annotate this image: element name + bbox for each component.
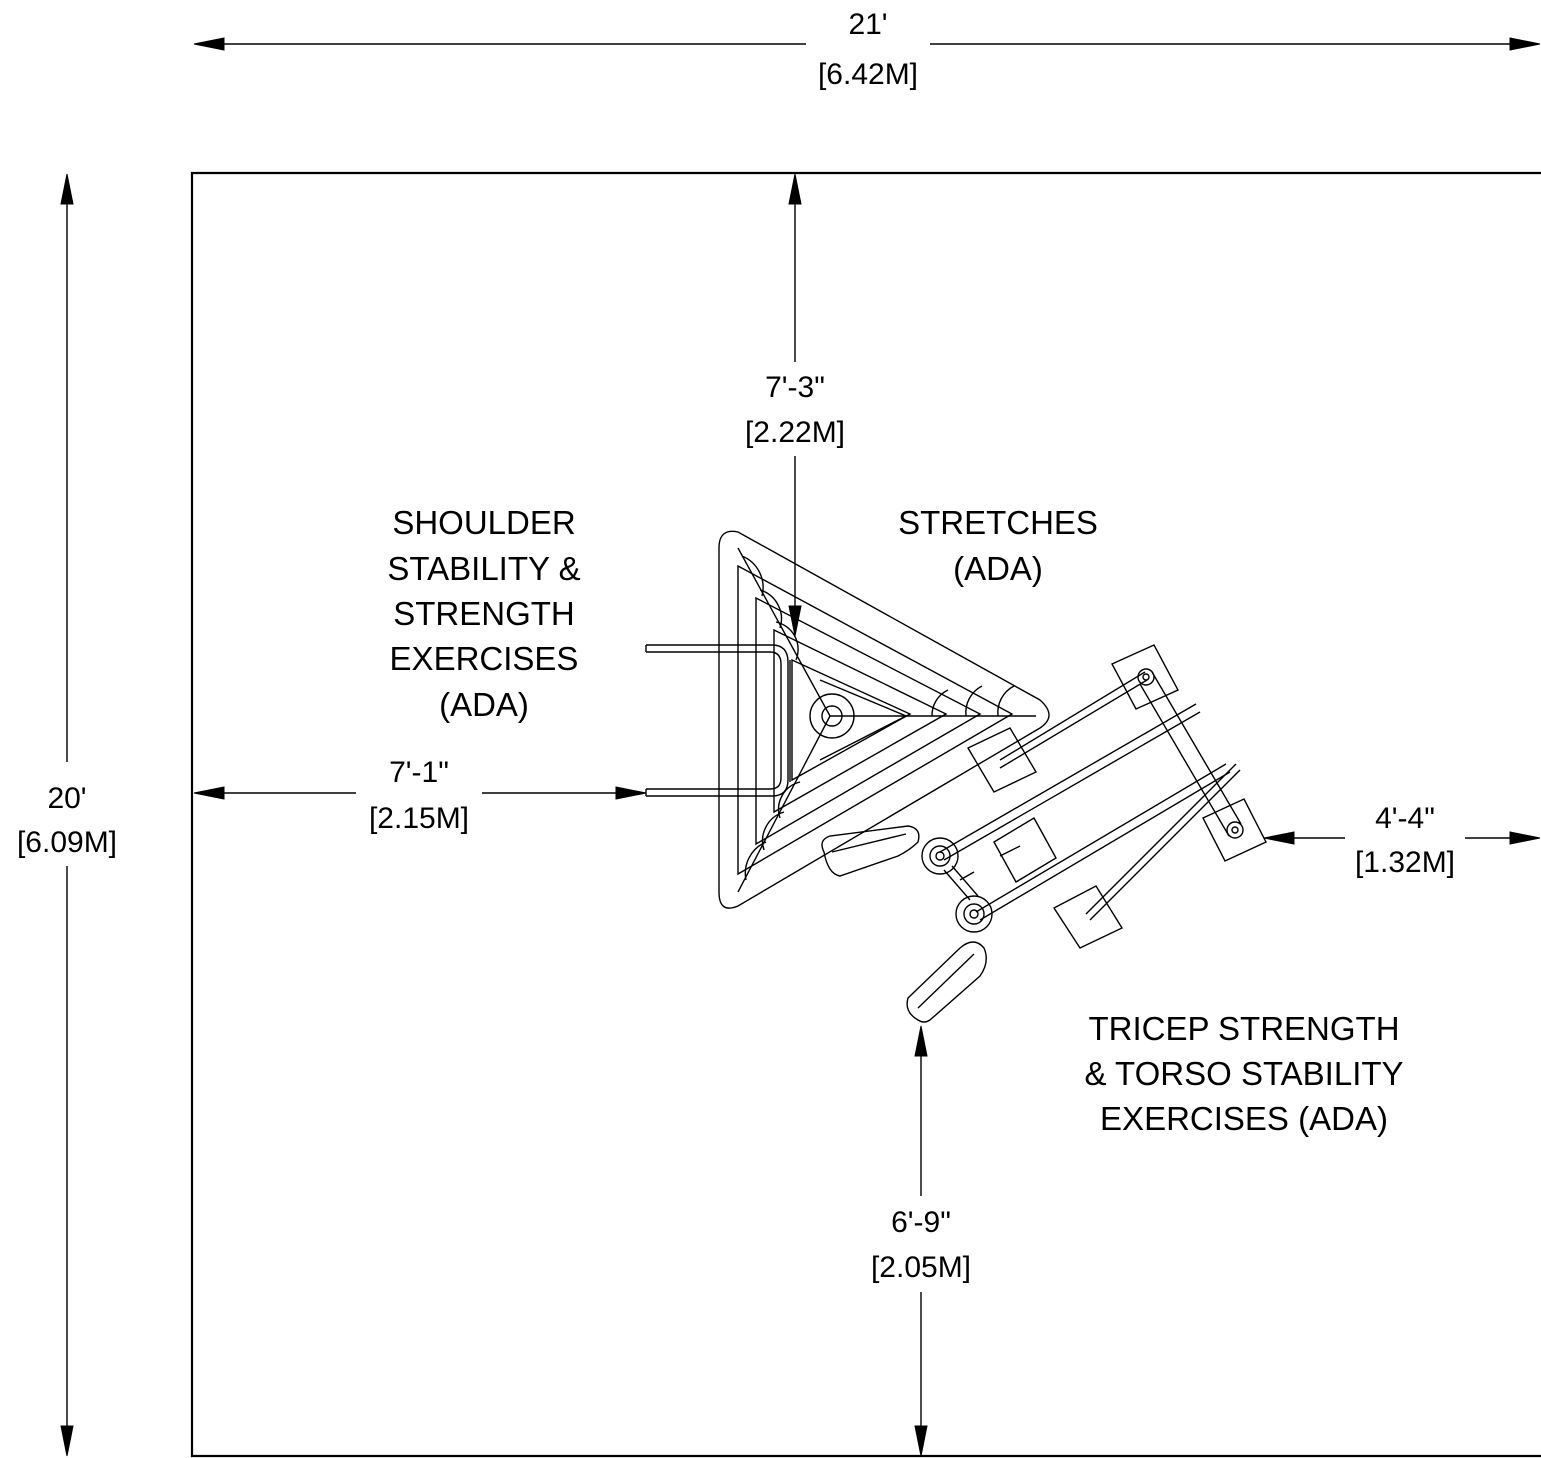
bottom-clearance-m: [2.05M] xyxy=(871,1251,971,1284)
shoulder-label-line-5: (ADA) xyxy=(439,686,529,723)
tricep-label: TRICEP STRENGTH & TORSO STABILITY EXERCI… xyxy=(1084,1010,1403,1137)
right-clearance-ft: 4'-4" xyxy=(1375,802,1435,835)
use-zone-boundary xyxy=(190,171,1541,1458)
left-clearance-dimension: 7'-1" [2.15M] xyxy=(193,756,647,835)
left-clearance-ft: 7'-1" xyxy=(389,756,449,789)
tricep-torso-unit xyxy=(821,644,1267,1023)
shoulder-label-line-2: STABILITY & xyxy=(387,550,580,587)
overall-width-ft: 21' xyxy=(848,8,887,41)
overall-height-ft: 20' xyxy=(47,782,86,815)
overall-width-m: [6.42M] xyxy=(818,58,918,91)
overall-height-m: [6.09M] xyxy=(17,826,117,859)
shoulder-label: SHOULDER STABILITY & STRENGTH EXERCISES … xyxy=(387,504,580,723)
stretches-label-line-2: (ADA) xyxy=(953,550,1043,587)
stretches-label: STRETCHES (ADA) xyxy=(898,504,1098,587)
shoulder-label-line-3: STRENGTH xyxy=(393,595,575,632)
tricep-label-line-3: EXERCISES (ADA) xyxy=(1100,1100,1388,1137)
bottom-clearance-ft: 6'-9" xyxy=(891,1206,951,1239)
stretches-label-line-1: STRETCHES xyxy=(898,504,1098,541)
right-clearance-dimension: 4'-4" [1.32M] xyxy=(1263,802,1541,879)
overall-height-dimension: 20' [6.09M] xyxy=(17,173,117,1457)
top-clearance-m: [2.22M] xyxy=(745,416,845,449)
shoulder-label-line-1: SHOULDER xyxy=(392,504,575,541)
tricep-label-line-1: TRICEP STRENGTH xyxy=(1088,1010,1399,1047)
overall-width-dimension: 21' [6.42M] xyxy=(193,8,1541,91)
top-clearance-ft: 7'-3" xyxy=(765,371,825,404)
left-clearance-m: [2.15M] xyxy=(369,802,469,835)
triangle-shoulder-stretch-unit xyxy=(645,530,1050,909)
shoulder-label-line-4: EXERCISES xyxy=(390,640,579,677)
right-clearance-m: [1.32M] xyxy=(1355,846,1455,879)
tricep-label-line-2: & TORSO STABILITY xyxy=(1084,1055,1403,1092)
top-clearance-dimension: 7'-3" [2.22M] xyxy=(745,173,845,637)
bottom-clearance-dimension: 6'-9" [2.05M] xyxy=(871,1025,971,1457)
